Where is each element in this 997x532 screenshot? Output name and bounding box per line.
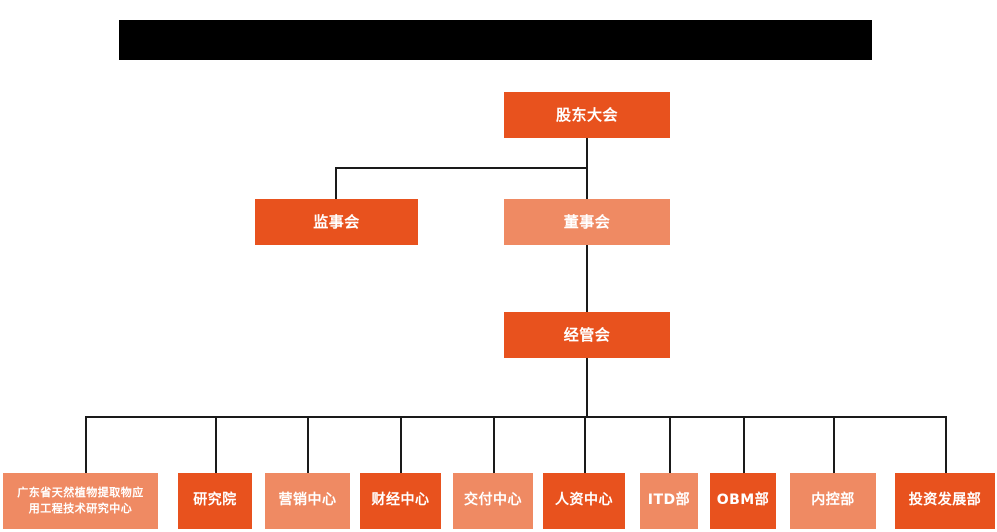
connector-directors-to-management — [586, 245, 588, 312]
node-department-1-label: 研究院 — [193, 492, 237, 509]
node-department-5[interactable]: 人资中心 — [543, 473, 625, 529]
connector-drop-6 — [669, 416, 671, 473]
redacted-title-banner — [119, 20, 872, 60]
node-management-committee[interactable]: 经管会 — [504, 312, 670, 358]
connector-drop-3 — [400, 416, 402, 473]
node-department-1[interactable]: 研究院 — [178, 473, 252, 529]
connector-drop-4 — [493, 416, 495, 473]
node-department-7[interactable]: OBM部 — [710, 473, 776, 529]
node-shareholders-meeting-label: 股东大会 — [555, 105, 618, 124]
node-board-of-supervisors[interactable]: 监事会 — [255, 199, 418, 245]
connector-supervisors-drop — [335, 167, 337, 199]
connector-drop-1 — [215, 416, 217, 473]
node-department-8[interactable]: 内控部 — [790, 473, 876, 529]
connector-drop-8 — [833, 416, 835, 473]
connector-departments-bus — [85, 416, 945, 418]
node-board-of-directors-label: 董事会 — [563, 212, 611, 231]
node-department-9[interactable]: 投资发展部 — [895, 473, 995, 529]
node-department-6-label: ITD部 — [647, 492, 691, 509]
node-department-0[interactable]: 广东省天然植物提取物应 用工程技术研究中心 — [3, 473, 158, 529]
connector-drop-2 — [307, 416, 309, 473]
node-department-6[interactable]: ITD部 — [640, 473, 698, 529]
node-department-8-label: 内控部 — [811, 492, 855, 509]
node-management-committee-label: 经管会 — [563, 325, 611, 344]
node-department-0-label: 广东省天然植物提取物应 用工程技术研究中心 — [17, 486, 144, 515]
node-shareholders-meeting[interactable]: 股东大会 — [504, 92, 670, 138]
connector-directors-drop — [586, 167, 588, 199]
node-board-of-directors[interactable]: 董事会 — [504, 199, 670, 245]
node-department-3[interactable]: 财经中心 — [360, 473, 441, 529]
node-department-4[interactable]: 交付中心 — [453, 473, 533, 529]
node-department-2[interactable]: 营销中心 — [265, 473, 350, 529]
connector-drop-9 — [945, 416, 947, 473]
node-department-3-label: 财经中心 — [371, 492, 430, 509]
node-board-of-supervisors-label: 监事会 — [313, 212, 360, 231]
node-department-9-label: 投资发展部 — [908, 492, 982, 509]
connector-management-down — [586, 358, 588, 416]
node-department-2-label: 营销中心 — [278, 492, 337, 509]
connector-drop-7 — [743, 416, 745, 473]
node-department-4-label: 交付中心 — [464, 492, 522, 509]
connector-drop-5 — [584, 416, 586, 473]
connector-shareholders-bus — [335, 167, 588, 169]
node-department-5-label: 人资中心 — [555, 492, 613, 509]
node-department-7-label: OBM部 — [716, 492, 770, 509]
connector-shareholders-down — [586, 138, 588, 168]
connector-drop-0 — [85, 416, 87, 473]
